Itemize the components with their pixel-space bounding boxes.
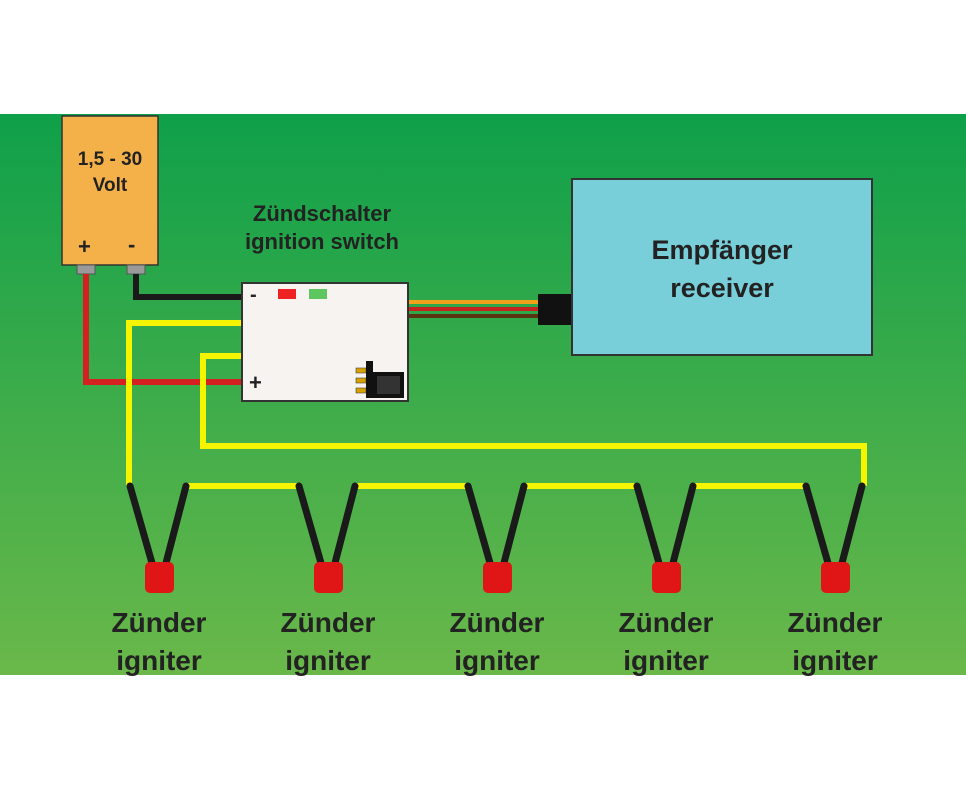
igniter-label-en: igniter	[454, 645, 540, 676]
switch-plus-label: +	[249, 370, 262, 395]
battery-minus-label: -	[128, 232, 136, 257]
battery-plus-label: +	[78, 234, 91, 259]
red-led	[278, 289, 296, 299]
ignition-switch-title: Zündschalter ignition switch	[222, 200, 422, 256]
switch-connector-pins	[355, 367, 367, 394]
igniter-label-4: Zünder igniter	[596, 604, 736, 680]
battery-voltage-label: 1,5 - 30 Volt	[62, 147, 158, 199]
ignition-switch-title-de: Zündschalter	[252, 201, 392, 226]
igniter-label-de: Zünder	[618, 607, 714, 638]
red-power-wire	[83, 274, 242, 385]
igniter-label-2: Zünder igniter	[258, 604, 398, 680]
igniter-label-5: Zünder igniter	[765, 604, 905, 680]
battery-minus-terminal	[126, 264, 146, 275]
igniter-3	[464, 482, 528, 593]
igniter-label-en: igniter	[623, 645, 709, 676]
igniter-5	[802, 482, 866, 593]
battery-box	[61, 115, 159, 266]
igniter-label-en: igniter	[116, 645, 202, 676]
green-led	[309, 289, 327, 299]
igniter-label-de: Zünder	[449, 607, 545, 638]
black-ground-wire	[133, 274, 242, 300]
igniter-4	[633, 482, 697, 593]
igniter-label-de: Zünder	[111, 607, 207, 638]
igniter-label-de: Zünder	[787, 607, 883, 638]
battery-unit: Volt	[92, 175, 128, 196]
switch-connector-header	[366, 361, 373, 398]
igniter-label-de: Zünder	[280, 607, 376, 638]
igniter-label-en: igniter	[792, 645, 878, 676]
igniter-2	[295, 482, 359, 593]
receiver-title-en: receiver	[670, 273, 774, 303]
ignition-switch-title-en: ignition switch	[245, 229, 399, 254]
receiver-title-de: Empfänger	[651, 235, 793, 265]
yellow-wire-left	[126, 320, 242, 486]
switch-minus-label: -	[250, 284, 257, 306]
igniter-label-en: igniter	[285, 645, 371, 676]
igniter-label-1: Zünder igniter	[89, 604, 229, 680]
igniter-label-3: Zünder igniter	[427, 604, 567, 680]
receiver-box	[571, 178, 873, 356]
yellow-wire-right	[200, 353, 867, 486]
igniter-1	[126, 482, 190, 593]
receiver-title: Empfänger receiver	[572, 231, 872, 307]
servo-connector	[538, 294, 571, 325]
battery-plus-terminal	[76, 264, 96, 275]
servo-cable	[400, 294, 571, 325]
battery-voltage-range: 1,5 - 30	[77, 149, 143, 170]
switch-connector-slot	[377, 376, 400, 394]
